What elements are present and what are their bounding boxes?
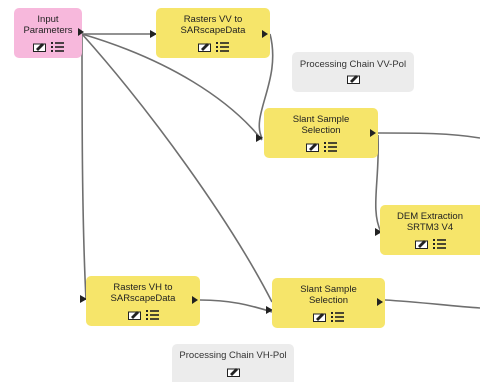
- node-label-line: DEM Extraction: [397, 211, 463, 222]
- edit-icon[interactable]: [32, 41, 46, 52]
- node-label-line: SARscapeData: [110, 293, 176, 304]
- node-label-line: Selection: [308, 295, 349, 306]
- edge-slant-vv-out: [377, 132, 480, 139]
- output-arrow[interactable]: [377, 298, 383, 306]
- node-dem-extraction[interactable]: DEM Extraction SRTM3 V4: [380, 205, 480, 255]
- edge-input-to-slant-vh: [81, 33, 273, 303]
- arrowhead-rasters-vh-in: [80, 295, 87, 303]
- list-icon[interactable]: [50, 41, 64, 52]
- output-arrow[interactable]: [370, 129, 376, 137]
- edge-input-to-rasters-vh: [81, 33, 87, 301]
- node-label-line: Rasters VH to: [113, 282, 173, 293]
- node-input-parameters[interactable]: Input Parameters: [14, 8, 84, 58]
- node-rasters-vh[interactable]: Rasters VH to SARscapeData: [86, 276, 200, 326]
- node-label-line: SRTM3 V4: [406, 222, 454, 233]
- node-slant-sample-selection-vv[interactable]: Slant Sample Selection: [264, 108, 378, 158]
- edit-icon[interactable]: [305, 141, 319, 152]
- edge-slant-vv-to-dem: [374, 134, 382, 233]
- group-label: Processing Chain VV-Pol: [299, 59, 407, 70]
- edit-icon[interactable]: [197, 41, 211, 52]
- edge-rasters-vh-to-slant-vh: [199, 299, 273, 313]
- group-processing-chain-vh[interactable]: Processing Chain VH-Pol: [172, 344, 294, 382]
- node-label-line: SARscapeData: [180, 25, 246, 36]
- output-arrow[interactable]: [78, 28, 84, 36]
- list-icon[interactable]: [215, 41, 229, 52]
- arrowhead-slant-vh-in: [266, 306, 273, 314]
- edge-rasters-vv-to-slant-vv: [258, 33, 274, 139]
- list-icon[interactable]: [432, 238, 446, 249]
- node-label-line: Selection: [301, 125, 341, 136]
- node-slant-sample-selection-vh[interactable]: Slant Sample Selection: [272, 278, 385, 328]
- edit-icon[interactable]: [414, 238, 428, 249]
- list-icon[interactable]: [145, 309, 159, 320]
- edit-icon[interactable]: [313, 311, 326, 322]
- arrowhead-slant-vv-in: [256, 134, 263, 142]
- edge-slant-vh-out: [384, 299, 480, 309]
- group-processing-chain-vv[interactable]: Processing Chain VV-Pol: [292, 52, 414, 92]
- output-arrow[interactable]: [192, 296, 198, 304]
- group-label: Processing Chain VH-Pol: [179, 350, 287, 361]
- arrowhead-dem-in: [375, 228, 382, 236]
- node-label-line: Input: [37, 14, 59, 25]
- node-label-line: Slant Sample: [292, 114, 350, 125]
- node-label-line: Parameters: [23, 25, 73, 36]
- list-icon[interactable]: [331, 311, 344, 322]
- edge-input-to-slant-vv: [81, 33, 263, 141]
- arrowhead-rasters-vv-in: [150, 30, 157, 38]
- edit-icon[interactable]: [226, 366, 240, 377]
- list-icon[interactable]: [323, 141, 337, 152]
- output-arrow[interactable]: [262, 30, 268, 38]
- edit-icon[interactable]: [346, 73, 360, 84]
- node-label-line: Slant Sample: [300, 284, 357, 295]
- edit-icon[interactable]: [127, 309, 141, 320]
- node-label-line: Rasters VV to: [183, 14, 243, 25]
- node-rasters-vv[interactable]: Rasters VV to SARscapeData: [156, 8, 270, 58]
